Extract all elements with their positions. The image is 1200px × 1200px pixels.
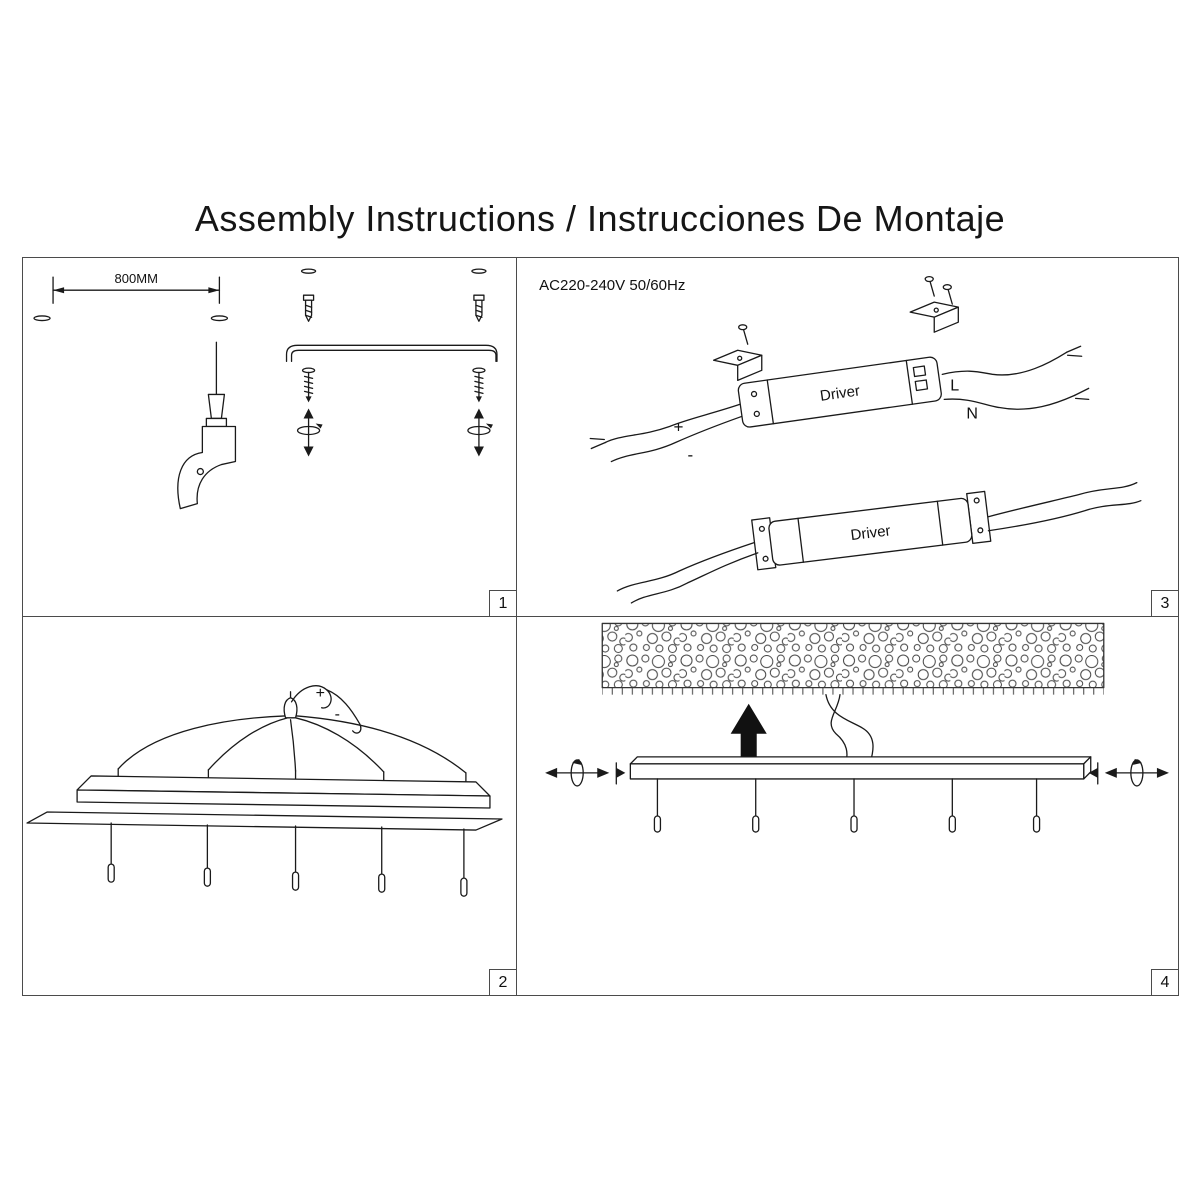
canopy-bar xyxy=(629,756,1092,780)
canopy-rod xyxy=(752,778,760,833)
driver-label: Driver xyxy=(850,522,892,544)
page-title: Assembly Instructions / Instrucciones De… xyxy=(194,198,1006,239)
screw-left xyxy=(301,367,316,403)
canopy-rod xyxy=(948,778,956,833)
panel-1-number: 1 xyxy=(489,590,516,616)
panel3-drawing: AC220-240V 50/60Hz xyxy=(539,276,1142,604)
bracket-left-exploded xyxy=(712,324,763,381)
panel1-drawing: 800MM xyxy=(33,268,498,510)
up-arrow xyxy=(730,703,767,770)
rotate-symbol-left xyxy=(296,408,323,457)
wall-anchor-left xyxy=(300,268,317,322)
pendant-rod xyxy=(203,824,212,887)
assembled-wires-right xyxy=(987,481,1142,532)
bracket-right-exploded xyxy=(909,276,959,333)
panel-2: + - xyxy=(23,617,517,995)
canopy-rod xyxy=(850,778,858,833)
panel-3: AC220-240V 50/60Hz xyxy=(517,258,1178,617)
mains-wires: L N xyxy=(941,345,1090,422)
ceiling-wires xyxy=(825,694,874,764)
canopy-rod xyxy=(1032,778,1041,833)
light-bar xyxy=(26,775,503,831)
driver-box-assembled: Driver xyxy=(751,490,992,571)
minus-label: - xyxy=(335,705,340,723)
line-label: L xyxy=(950,376,959,394)
panel-1: 800MM xyxy=(23,258,517,617)
assembled-wires-left xyxy=(616,542,759,604)
dimension-800mm: 800MM xyxy=(33,271,229,322)
mounting-bracket xyxy=(285,344,498,362)
driver-box-exploded: Driver xyxy=(737,356,942,428)
rotate-indicator-left xyxy=(545,758,610,787)
panel2-drawing: + - xyxy=(26,684,503,897)
plus-label: + xyxy=(674,417,684,436)
wall-anchor-right xyxy=(471,268,487,322)
panel-4: 4 xyxy=(517,617,1178,995)
push-mark-right xyxy=(1088,762,1099,785)
minus-label: - xyxy=(688,446,694,465)
plus-label: + xyxy=(316,684,325,702)
panel4-drawing xyxy=(545,622,1169,833)
panel-2-number: 2 xyxy=(489,969,516,995)
pendant-rod xyxy=(291,825,300,891)
pendant-rod xyxy=(460,828,468,897)
dc-lead-wires: + - xyxy=(290,684,362,734)
neutral-label: N xyxy=(966,404,978,422)
drill-icon xyxy=(177,341,237,510)
ceiling-texture xyxy=(601,622,1105,695)
dc-wires: + - xyxy=(589,403,743,465)
dimension-label: 800MM xyxy=(115,271,158,286)
panel-3-number: 3 xyxy=(1151,590,1178,616)
power-spec-label: AC220-240V 50/60Hz xyxy=(539,277,685,294)
driver-label: Driver xyxy=(819,382,861,404)
pendant-rod xyxy=(378,826,386,893)
rotate-indicator-right xyxy=(1104,758,1169,787)
wire-knot xyxy=(283,691,298,719)
suspension-wires xyxy=(117,715,467,783)
panel-4-number: 4 xyxy=(1151,969,1178,995)
panel-grid: 800MM xyxy=(22,257,1179,996)
screw-right xyxy=(472,367,486,403)
push-mark-left xyxy=(615,762,626,785)
pendant-rod xyxy=(107,822,115,883)
rotate-symbol-right xyxy=(467,408,493,457)
canopy-rod xyxy=(653,778,662,833)
